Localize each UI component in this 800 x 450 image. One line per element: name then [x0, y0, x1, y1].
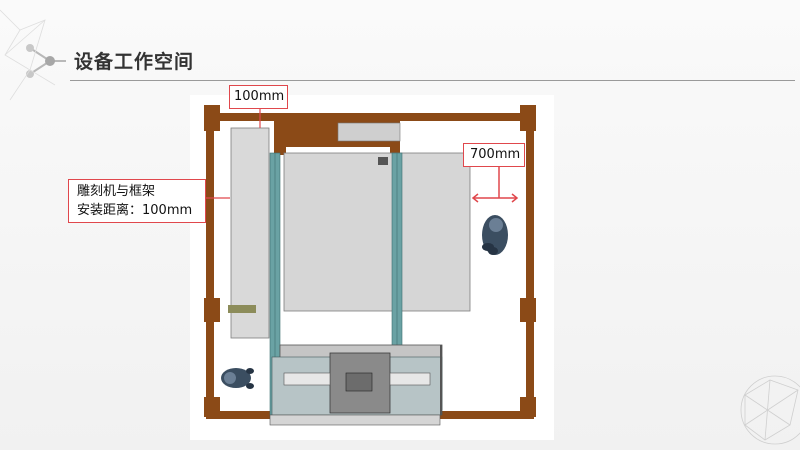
- left-panel: [230, 127, 270, 339]
- frame-corner-bl: [204, 397, 220, 417]
- axis-rod-left: [283, 372, 331, 386]
- install-gap-line1: 雕刻机与框架: [77, 184, 156, 199]
- operator-figure-right: [482, 215, 508, 255]
- clearance-100-label: 100mm: [229, 85, 288, 109]
- install-gap-line2: 安装距离：100mm: [77, 203, 193, 218]
- frame-corner-mr: [520, 298, 536, 322]
- clearance-700-label: 700mm: [463, 143, 525, 167]
- page-title: 设备工作空间: [74, 51, 195, 73]
- frame-corner-tr: [520, 105, 536, 131]
- frame-corner-br: [520, 397, 536, 417]
- frame-corner-ml: [204, 298, 220, 322]
- install-gap-callout: 雕刻机与框架 安装距离：100mm: [68, 179, 206, 223]
- bottom-slot: [269, 414, 441, 426]
- polygon-mesh-icon: [0, 9, 56, 101]
- cad-top-view: [204, 105, 536, 426]
- title-divider: [70, 80, 795, 81]
- left-bracket: [228, 305, 256, 313]
- frame-corner-tl: [204, 105, 220, 131]
- table-sensor: [378, 157, 388, 165]
- top-panel: [337, 122, 401, 142]
- operator-figure-left: [221, 368, 254, 389]
- work-table: [283, 152, 471, 312]
- spindle-motor: [345, 372, 373, 392]
- axis-rod-right: [389, 372, 431, 386]
- polygon-mesh-icon: [740, 375, 800, 445]
